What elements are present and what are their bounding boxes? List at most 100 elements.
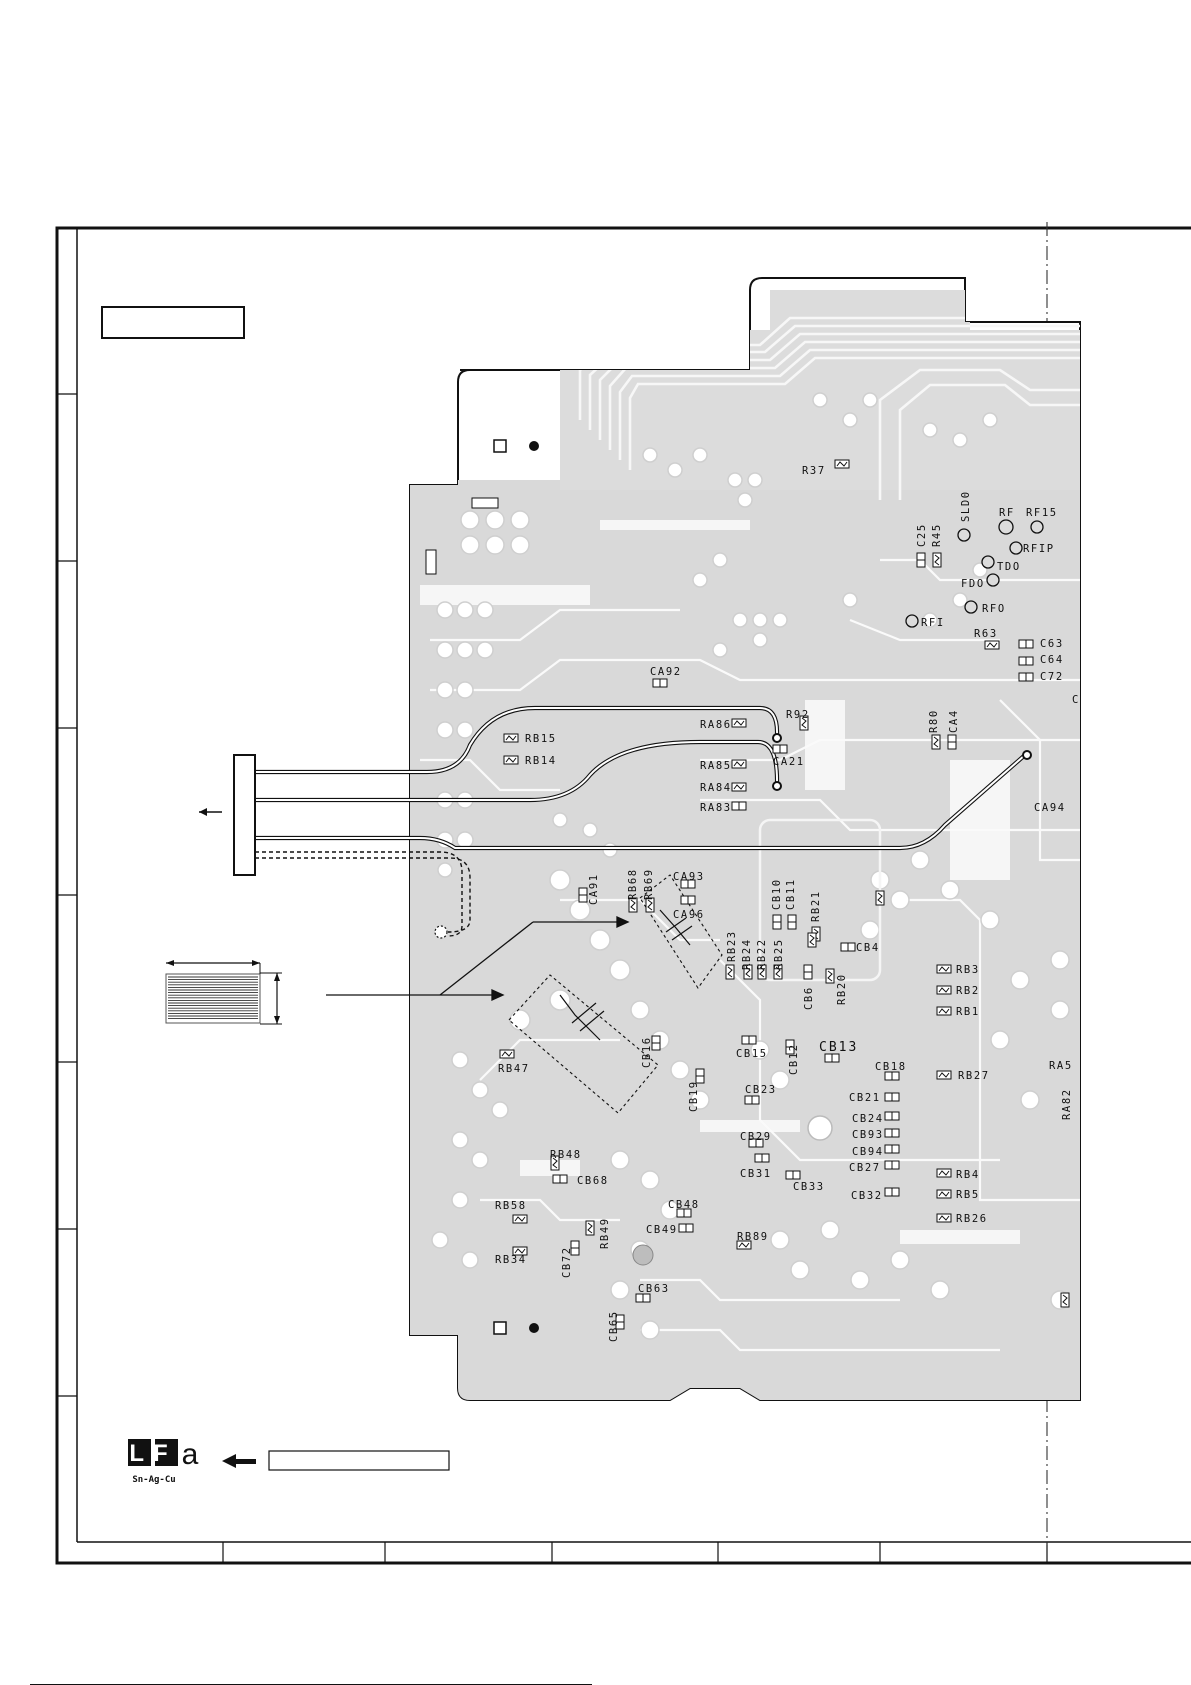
smd-footprint-edge-1 bbox=[425, 549, 437, 575]
resistor-footprint-37 bbox=[936, 1006, 952, 1016]
capacitor-footprint-10 bbox=[772, 744, 788, 754]
resistor-footprint-17 bbox=[503, 755, 519, 765]
label-rb1: RB1 bbox=[956, 1006, 980, 1018]
capacitor-footprint-18 bbox=[578, 887, 588, 903]
capacitor-footprint-21 bbox=[680, 879, 696, 889]
label-rfo: RFO bbox=[982, 603, 1006, 615]
pointer-arrows bbox=[326, 915, 630, 1002]
label-rb49: RB49 bbox=[599, 1217, 611, 1249]
resistor-footprint-3 bbox=[984, 640, 1000, 650]
label-r92: R92 bbox=[786, 709, 810, 721]
label-rb47: RB47 bbox=[498, 1063, 530, 1075]
label-rb34: RB34 bbox=[495, 1254, 527, 1266]
capacitor-footprint-54 bbox=[785, 1170, 801, 1180]
resistor-footprint-31 bbox=[773, 964, 783, 980]
label-c25: C25 bbox=[916, 523, 928, 547]
resistor-footprint-26 bbox=[875, 890, 885, 906]
capacitor-footprint-68 bbox=[635, 1293, 651, 1303]
label-cb68: CB68 bbox=[577, 1175, 609, 1187]
label-rb24: RB24 bbox=[741, 938, 753, 970]
capacitor-footprint-53 bbox=[754, 1153, 770, 1163]
lead-free-a: a bbox=[182, 1438, 199, 1471]
capacitor-footprint-41 bbox=[785, 1039, 795, 1055]
label-ca93: CA93 bbox=[673, 871, 705, 883]
lead-free-letters: LF bbox=[129, 1440, 176, 1467]
resistor-footprint-61 bbox=[512, 1214, 528, 1224]
label-cb11: CB11 bbox=[785, 878, 797, 910]
label-rf15: RF15 bbox=[1026, 507, 1058, 519]
label-ca21: CA21 bbox=[773, 756, 805, 768]
cable-dimension-icon bbox=[165, 960, 282, 1025]
capacitor-footprint-4 bbox=[1018, 639, 1034, 649]
label-c-edge: C bbox=[1072, 694, 1080, 706]
label-rfip: RFIP bbox=[1023, 543, 1055, 555]
label-tdo: TDO bbox=[997, 561, 1021, 573]
label-rb23: RB23 bbox=[726, 930, 738, 962]
label-ra85: RA85 bbox=[700, 760, 732, 772]
label-rb4: RB4 bbox=[956, 1169, 980, 1181]
capacitor-footprint-55 bbox=[884, 1187, 900, 1197]
flex-cable bbox=[255, 705, 1027, 937]
cable-connector bbox=[233, 754, 256, 876]
label-cb15: CB15 bbox=[736, 1048, 768, 1060]
capacitor-footprint-24 bbox=[787, 914, 797, 930]
label-cb49: CB49 bbox=[646, 1224, 678, 1236]
label-ca96: CA96 bbox=[673, 909, 705, 921]
resistor-footprint-11 bbox=[731, 759, 747, 769]
capacitor-footprint-42 bbox=[824, 1053, 840, 1063]
label-ca92: CA92 bbox=[650, 666, 682, 678]
capacitor-footprint-69 bbox=[615, 1314, 625, 1330]
component-footprints bbox=[425, 459, 1070, 1330]
label-cb72: CB72 bbox=[561, 1246, 573, 1278]
label-cb33: CB33 bbox=[793, 1181, 825, 1193]
label-rb5: RB5 bbox=[956, 1189, 980, 1201]
label-rb69: RB69 bbox=[643, 868, 655, 900]
label-cb24: CB24 bbox=[852, 1113, 884, 1125]
resistor-footprint-57 bbox=[936, 1189, 952, 1199]
label-rb58: RB58 bbox=[495, 1200, 527, 1212]
resistor-footprint-63 bbox=[585, 1220, 595, 1236]
label-ra83: RA83 bbox=[700, 802, 732, 814]
resistor-footprint-28 bbox=[725, 964, 735, 980]
resistor-footprint-58 bbox=[936, 1213, 952, 1223]
capacitor-footprint-39 bbox=[651, 1035, 661, 1051]
resistor-footprint-35 bbox=[936, 964, 952, 974]
resistor-footprint-34 bbox=[825, 968, 835, 984]
label-ra84: RA84 bbox=[700, 782, 732, 794]
label-ra82: RA82 bbox=[1061, 1088, 1073, 1120]
label-rb20: RB20 bbox=[836, 973, 848, 1005]
capacitor-footprint-49 bbox=[884, 1128, 900, 1138]
resistor-footprint-16 bbox=[503, 733, 519, 743]
capacitor-footprint-65 bbox=[676, 1208, 692, 1218]
label-c72: C72 bbox=[1040, 671, 1064, 683]
capacitor-footprint-50 bbox=[884, 1144, 900, 1154]
page-frame bbox=[55, 226, 1191, 1565]
resistor-footprint-44 bbox=[936, 1070, 952, 1080]
label-cb4: CB4 bbox=[856, 942, 880, 954]
capacitor-footprint-64 bbox=[570, 1240, 580, 1256]
smd-footprint-edge-0 bbox=[471, 497, 499, 509]
capacitor-footprint-66 bbox=[678, 1223, 694, 1233]
label-cb93: CB93 bbox=[852, 1129, 884, 1141]
label-cb23: CB23 bbox=[745, 1084, 777, 1096]
label-cb13: CB13 bbox=[819, 1040, 858, 1055]
resistor-footprint-27 bbox=[807, 932, 817, 948]
label-ra86: RA86 bbox=[700, 719, 732, 731]
label-c63: C63 bbox=[1040, 638, 1064, 650]
resistor-footprint-2 bbox=[932, 552, 942, 568]
capacitor-footprint-32 bbox=[840, 942, 856, 952]
resistor-footprint-0 bbox=[834, 459, 850, 469]
label-cb32: CB32 bbox=[851, 1190, 883, 1202]
resistor-footprint-36 bbox=[936, 985, 952, 995]
capacitor-footprint-33 bbox=[803, 964, 813, 980]
label-c64: C64 bbox=[1040, 654, 1064, 666]
capacitor-footprint-52 bbox=[748, 1138, 764, 1148]
capacitor-footprint-13 bbox=[731, 801, 747, 811]
label-rb25: RB25 bbox=[773, 938, 785, 970]
capacitor-footprint-15 bbox=[947, 734, 957, 750]
label-rb3: RB3 bbox=[956, 964, 980, 976]
resistor-footprint-38 bbox=[499, 1049, 515, 1059]
label-rb26: RB26 bbox=[956, 1213, 988, 1225]
capacitor-footprint-5 bbox=[1018, 656, 1034, 666]
label-cb16: CB16 bbox=[641, 1036, 653, 1068]
